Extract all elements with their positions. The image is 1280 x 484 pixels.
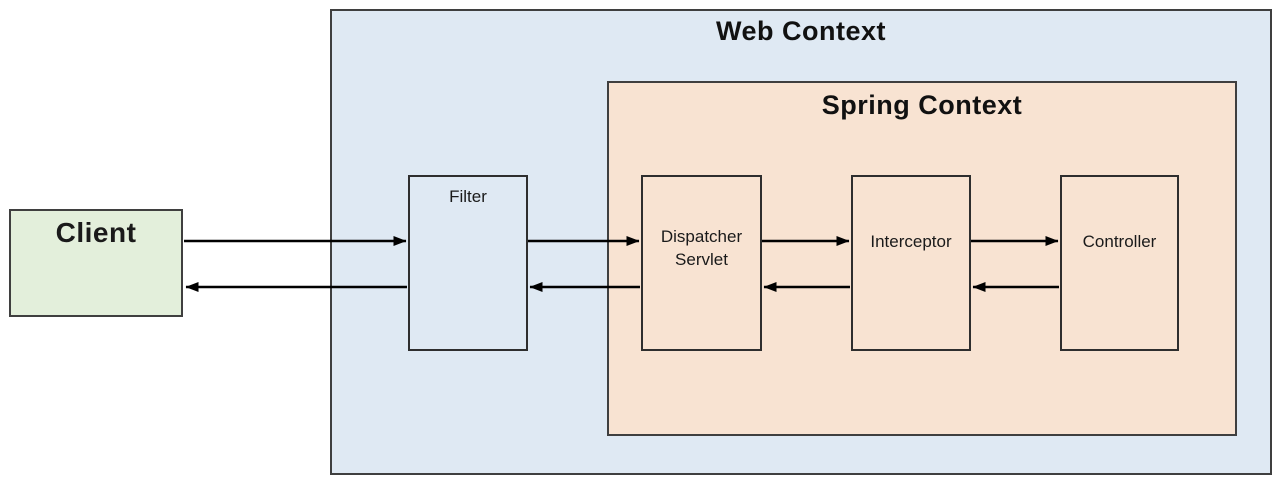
controller-node: Controller <box>1060 175 1179 351</box>
client-node: Client <box>9 209 183 317</box>
interceptor-node: Interceptor <box>851 175 971 351</box>
spring-context-title: Spring Context <box>821 90 1023 120</box>
filter-label: Filter <box>449 187 487 206</box>
controller-label: Controller <box>1082 232 1157 251</box>
filter-node: Filter <box>408 175 528 351</box>
dispatcher-servlet-label: Dispatcher Servlet <box>660 227 743 269</box>
client-label: Client <box>55 217 137 248</box>
dispatcher-servlet-node: Dispatcher Servlet <box>641 175 762 351</box>
web-context-title: Web Context <box>715 16 886 46</box>
interceptor-label: Interceptor <box>870 232 952 251</box>
